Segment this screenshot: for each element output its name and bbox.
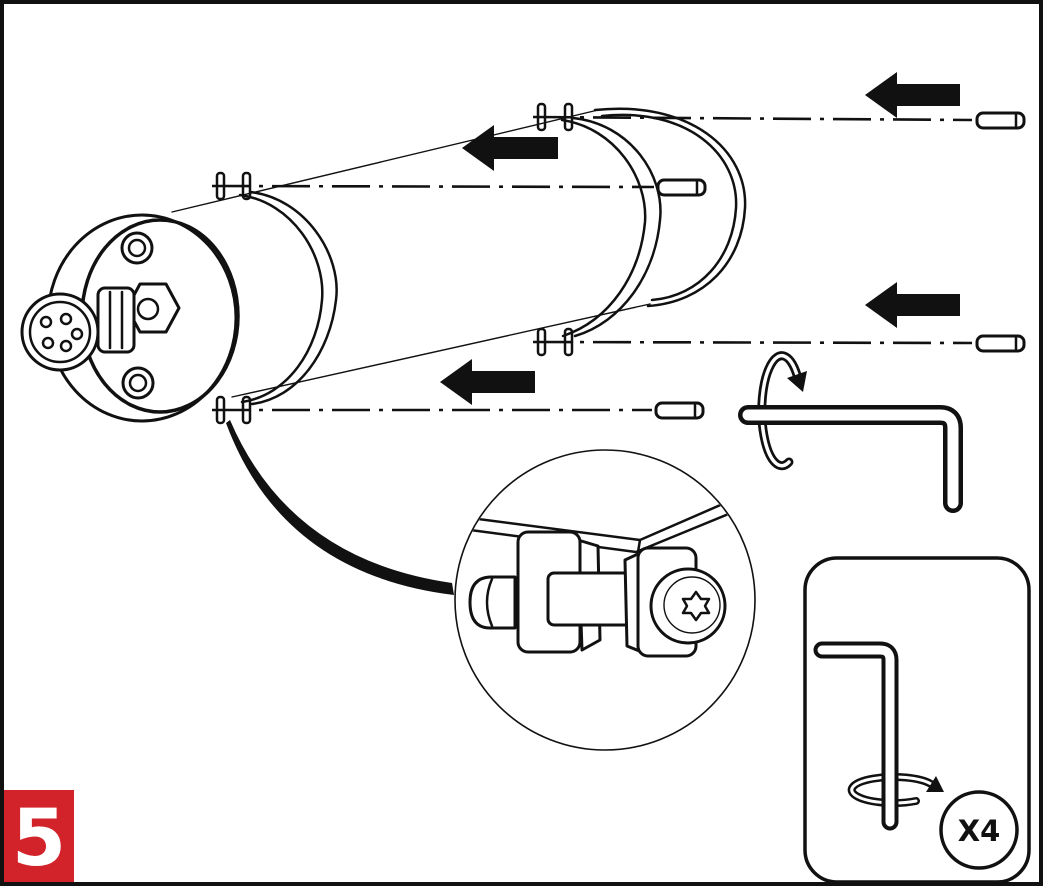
- arrow-left-icon: [865, 72, 960, 118]
- clamp-tab: [215, 395, 226, 425]
- alignment-line-top-rear: [532, 115, 973, 122]
- rotate-icon: [757, 351, 807, 471]
- pin-end: [468, 575, 517, 630]
- alignment-line-top-front: [211, 184, 655, 189]
- clamp-tab: [241, 395, 252, 425]
- connector-plug: [20, 282, 181, 372]
- clamp-tabs: [215, 102, 574, 425]
- clamp-tab: [215, 171, 226, 201]
- detail-callout: [454, 449, 756, 751]
- clamp-tab: [536, 102, 547, 132]
- mounting-screw-bottom: [121, 366, 155, 400]
- detail-clamp-closeup: [456, 491, 750, 658]
- clamp-tab: [536, 327, 547, 357]
- mounting-screw-top: [120, 231, 154, 265]
- step-badge: 5: [4, 790, 74, 884]
- arrow-left-icon: [462, 125, 558, 171]
- pin-bolts: [654, 111, 1026, 420]
- tube-bottom-edge: [231, 303, 651, 398]
- arrow-left-icon: [865, 282, 960, 328]
- clamp-tab: [563, 102, 574, 132]
- arrow-left-icon: [440, 359, 535, 405]
- pin-bolt: [975, 334, 1026, 353]
- clamp-tab: [241, 171, 252, 201]
- clamp-band-front: [238, 190, 338, 406]
- pin-bolt: [654, 401, 705, 420]
- torx-socket: [681, 590, 711, 622]
- quantity-badge: X4: [939, 790, 1019, 870]
- step-badge-background: [4, 790, 74, 882]
- quantity-label: X4: [958, 814, 1001, 848]
- allen-key-icon: [738, 405, 963, 513]
- direction-arrows: [440, 72, 960, 405]
- tool-inset-box: X4: [803, 556, 1031, 884]
- connector-sleeve: [96, 286, 136, 354]
- clamp-band-rear: [560, 116, 662, 338]
- pin-bolt: [656, 178, 707, 197]
- connector-pins: [39, 312, 84, 353]
- step-number: 5: [12, 794, 66, 884]
- tube-far-end: [593, 107, 747, 308]
- clamp-tab: [563, 327, 574, 357]
- pin-bolt: [975, 111, 1026, 130]
- allen-key-icon: [813, 641, 899, 831]
- alignment-lines: [211, 115, 973, 412]
- motor-tube: [171, 107, 747, 406]
- callout-leader: [226, 420, 454, 595]
- alignment-line-bottom-rear: [532, 340, 973, 345]
- connector-face: [20, 292, 100, 372]
